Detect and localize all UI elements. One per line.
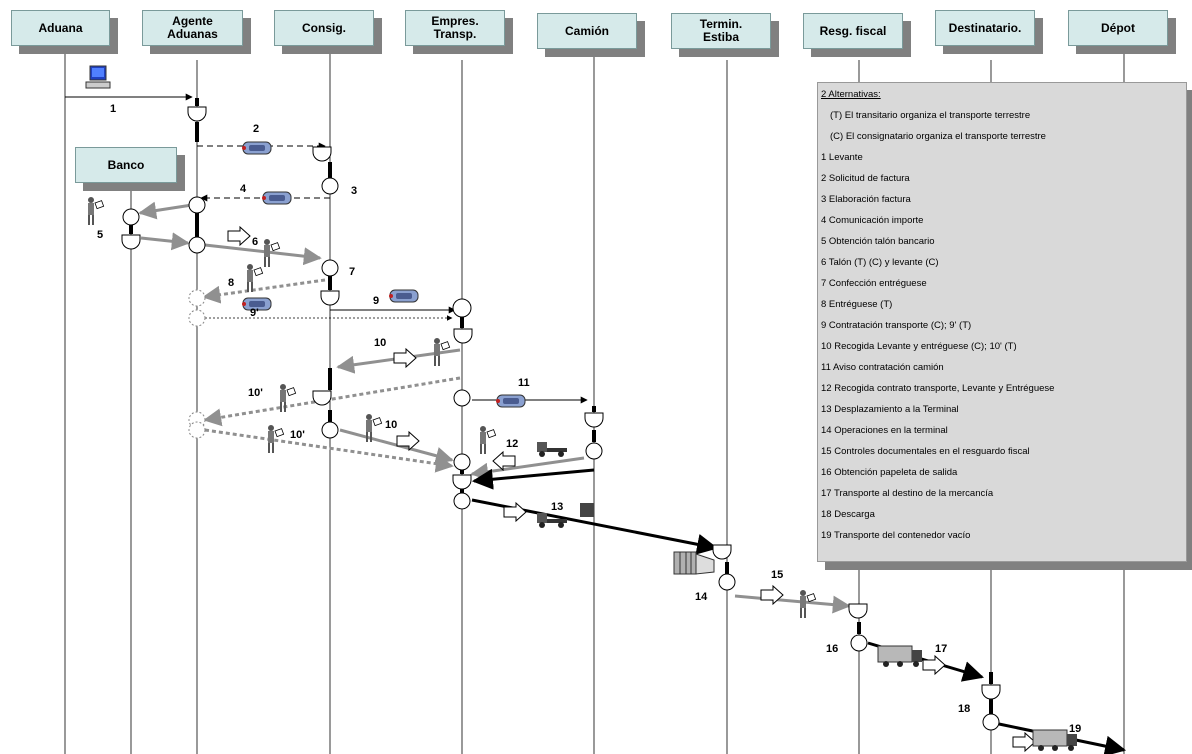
legend-item: 16 Obtención papeleta de salida	[821, 467, 958, 478]
legend-item: 2 Solicitud de factura	[821, 173, 910, 184]
step-label: 2	[253, 123, 259, 135]
actor-depot: Dépot	[1068, 10, 1176, 54]
legend-panel: 2 Alternativas: (T) El transitario organ…	[817, 82, 1192, 570]
step-label: 5	[97, 229, 103, 241]
legend-item: 14 Operaciones en la terminal	[821, 425, 948, 436]
actor-label: Resg. fiscal	[803, 13, 903, 49]
actor-resguardo-fiscal: Resg. fiscal	[803, 13, 911, 57]
actor-label: Agente Aduanas	[142, 10, 243, 46]
legend-item: 3 Elaboración factura	[821, 194, 911, 205]
computer-icon	[85, 65, 111, 89]
step-label: 16	[826, 643, 838, 655]
legend-item: 12 Recogida contrato transporte, Levante…	[821, 383, 1055, 394]
step-label: 17	[935, 643, 947, 655]
step-label: 10'	[248, 387, 263, 399]
actor-label: Banco	[75, 147, 177, 183]
legend-item: 18 Descarga	[821, 509, 875, 520]
actor-label: Dépot	[1068, 10, 1168, 46]
actor-label: Empres. Transp.	[405, 10, 505, 46]
legend-item: 19 Transporte del contenedor vacío	[821, 530, 971, 541]
legend-item: 1 Levante	[821, 152, 863, 163]
step-label: 1	[110, 103, 116, 115]
legend-item: 13 Desplazamiento a la Terminal	[821, 404, 959, 415]
step-label: 12	[506, 438, 518, 450]
dotted-circles	[188, 289, 206, 439]
actor-label: Aduana	[11, 10, 110, 46]
step-label: 10	[374, 337, 386, 349]
step-label: 19	[1069, 723, 1081, 735]
step-label: 11	[518, 377, 530, 389]
step-label: 7	[349, 266, 355, 278]
container-icon	[673, 551, 715, 575]
actor-camion: Camión	[537, 13, 645, 57]
legend-item: (T) El transitario organiza el transport…	[830, 110, 1031, 121]
step-label: 6	[252, 236, 258, 248]
actor-label: Camión	[537, 13, 637, 49]
legend-item: 11 Aviso contratación camión	[821, 362, 944, 373]
actor-empresa-transporte: Empres. Transp.	[405, 10, 513, 54]
actor-label: Consig.	[274, 10, 374, 46]
step-label: 13	[551, 501, 563, 513]
legend-item: 7 Confección entréguese	[821, 278, 927, 289]
legend-item: (C) El consignatario organiza el transpo…	[830, 131, 1046, 142]
step-label: 9	[373, 295, 379, 307]
legend-item: 5 Obtención talón bancario	[821, 236, 935, 247]
step-label: 10	[385, 419, 397, 431]
step-label: 8	[228, 277, 234, 289]
truck-icons	[537, 442, 1078, 752]
actor-agente-aduanas: Agente Aduanas	[142, 10, 251, 54]
actor-label: Destinatario.	[935, 10, 1035, 46]
process-circles	[122, 177, 1000, 731]
actor-banco: Banco	[75, 147, 185, 191]
actor-aduana: Aduana	[11, 10, 118, 54]
step-label: 18	[958, 703, 970, 715]
legend-item: 15 Controles documentales en el resguard…	[821, 446, 1030, 457]
legend-item: 17 Transporte al destino de la mercancía	[821, 488, 994, 499]
step-label: 15	[771, 569, 783, 581]
legend-item: 8 Entréguese (T)	[821, 299, 893, 310]
actor-label: Termin. Estiba	[671, 13, 771, 49]
step-label: 10'	[290, 429, 305, 441]
actor-terminal-estiba: Termin. Estiba	[671, 13, 779, 57]
step-label: 14	[695, 591, 708, 603]
legend-item: 6 Talón (T) (C) y levante (C)	[821, 257, 939, 268]
legend-item: 10 Recogida Levante y entréguese (C); 10…	[821, 341, 1017, 352]
step-label: 9'	[250, 307, 259, 319]
legend-item: 9 Contratación transporte (C); 9' (T)	[821, 320, 972, 331]
step-label: 4	[240, 183, 247, 195]
step-label: 3	[351, 185, 357, 197]
phone-icons	[241, 141, 526, 408]
legend-heading: 2 Alternativas:	[821, 89, 881, 100]
legend-item: 4 Comunicación importe	[821, 215, 924, 226]
actor-destinatario: Destinatario.	[935, 10, 1043, 54]
actor-consignatario: Consig.	[274, 10, 382, 54]
